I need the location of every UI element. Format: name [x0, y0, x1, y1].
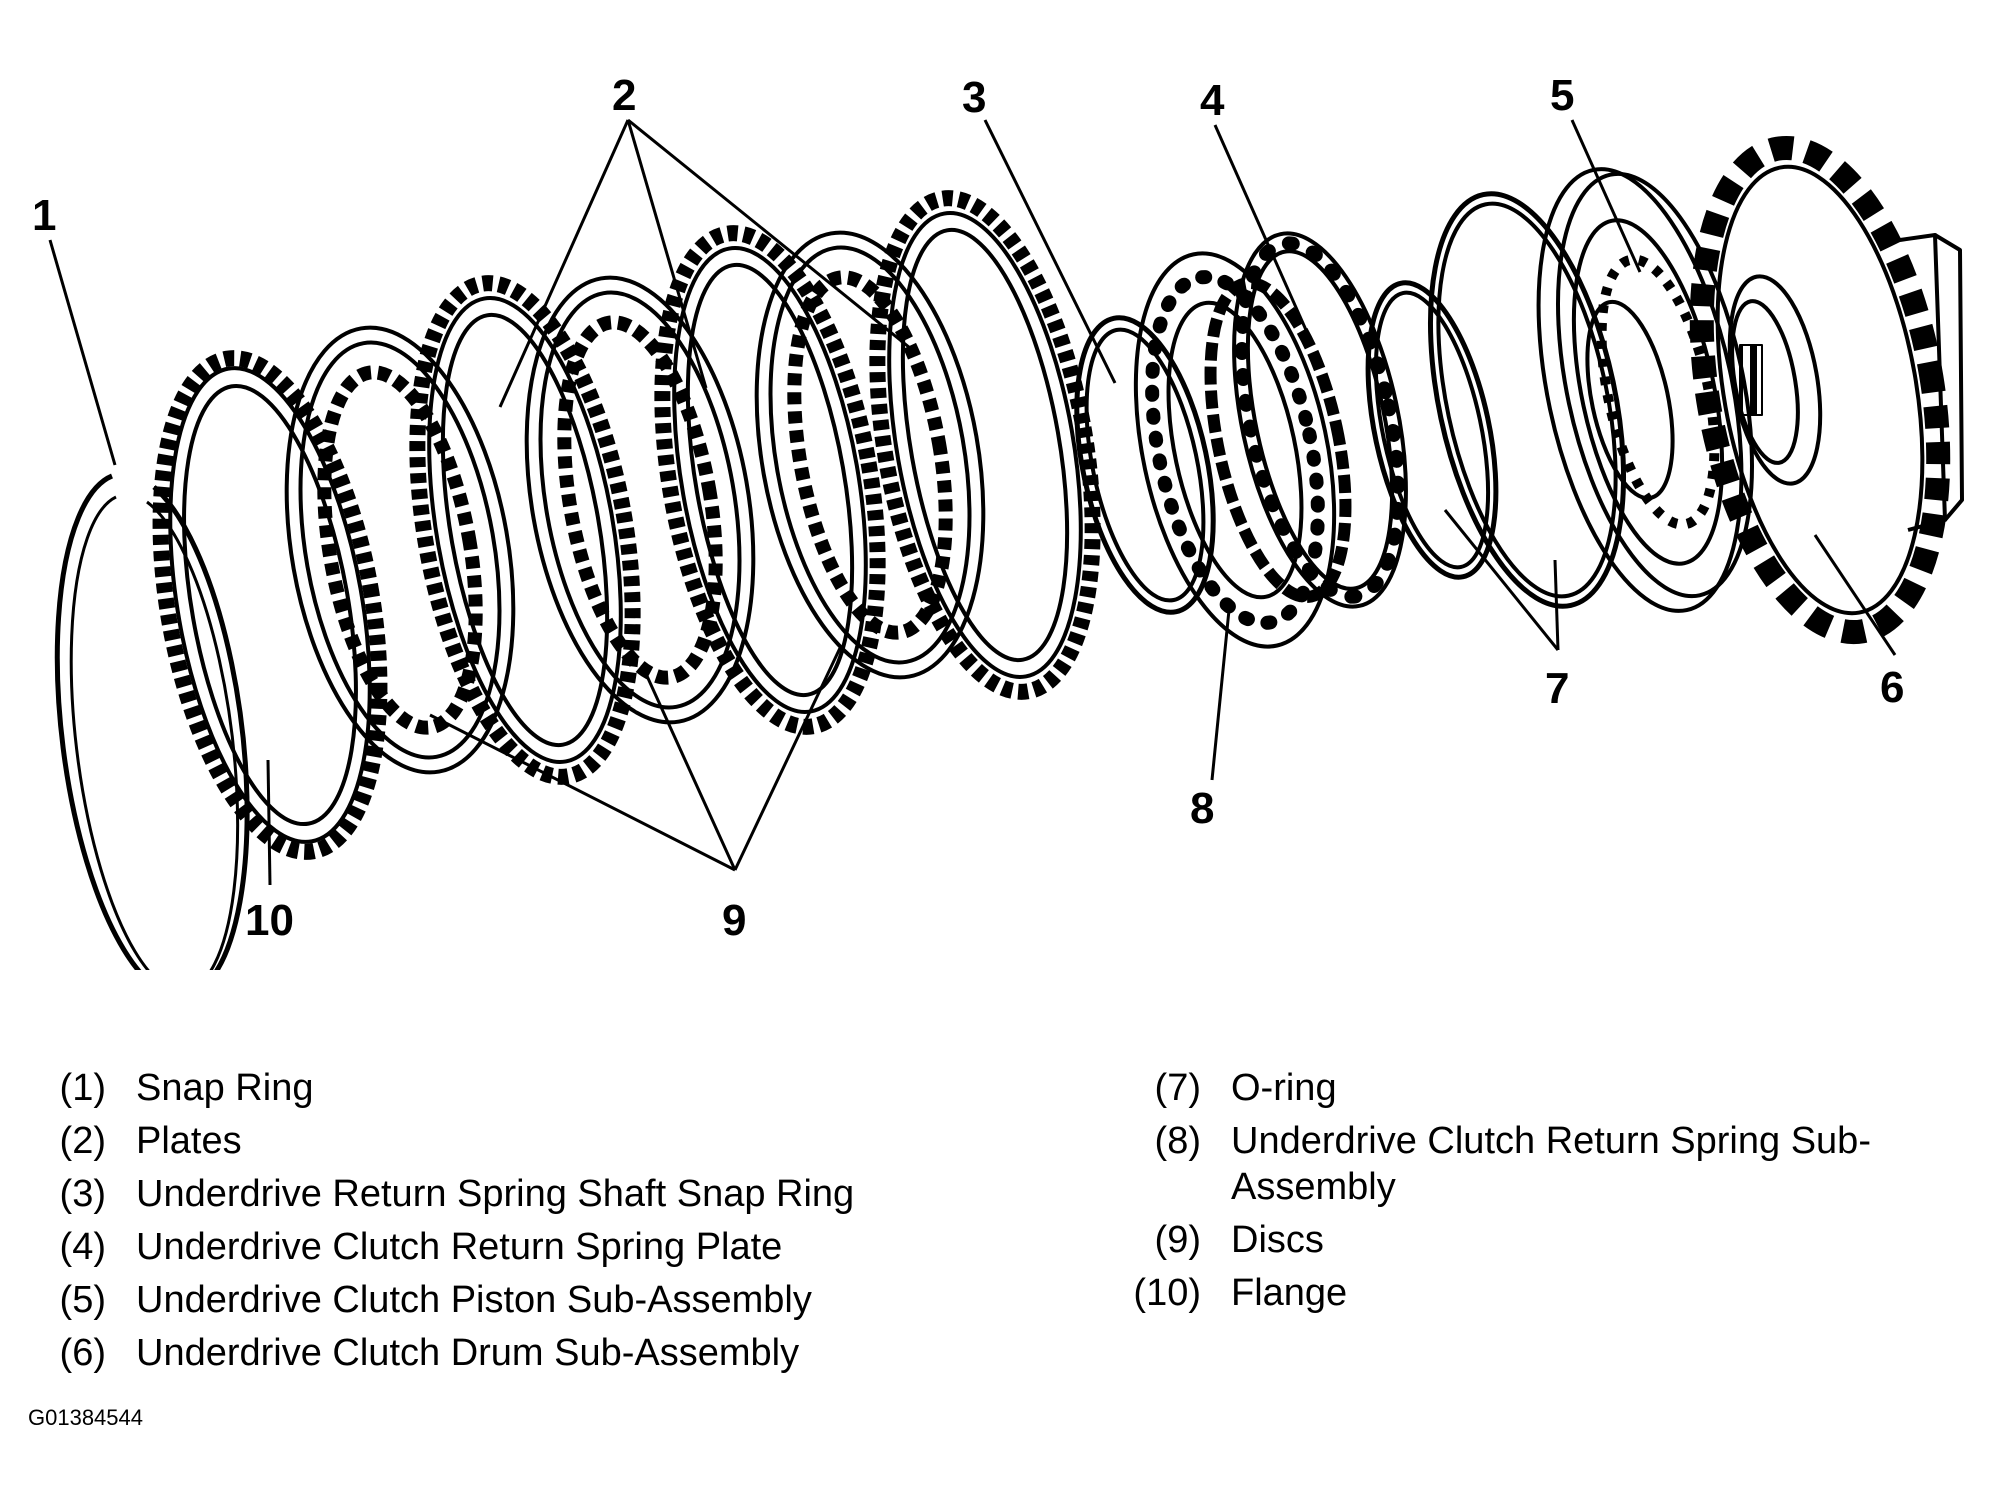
legend-number: (4): [59, 1226, 106, 1268]
callout-3: 3: [962, 73, 986, 122]
callout-7: 7: [1545, 664, 1569, 713]
legend-number: (10): [1133, 1272, 1201, 1314]
legend-item: (7) O-ring: [1105, 1065, 1871, 1111]
legend-label: Snap Ring: [136, 1067, 314, 1109]
legend-number: (8): [1154, 1120, 1201, 1162]
legend-label: Plates: [136, 1120, 242, 1162]
leader-lines: [48, 118, 1897, 886]
legend-number: (5): [59, 1279, 106, 1321]
callout-8: 8: [1190, 784, 1214, 833]
callout-5: 5: [1550, 71, 1574, 120]
legend-label: Underdrive Clutch Return Spring Plate: [136, 1226, 783, 1268]
callout-1: 1: [32, 191, 56, 240]
snap-ring: [54, 473, 250, 970]
legend-label: Underdrive Clutch Drum Sub-Assembly: [136, 1332, 800, 1374]
return-spring-plate: [1232, 231, 1408, 609]
legend-number: (1): [59, 1067, 106, 1109]
callout-4: 4: [1200, 76, 1225, 125]
callout-10: 10: [245, 896, 294, 945]
disc-3: [754, 230, 986, 680]
legend-number: (2): [59, 1120, 106, 1162]
legend-item: (1) Snap Ring: [40, 1065, 854, 1111]
callout-numbers: 1 2 3 4 5 6 7 8 9 10: [32, 71, 1904, 945]
legend-left-column: (1) Snap Ring (2) Plates (3) Underdrive …: [40, 1065, 855, 1383]
disc-2: [524, 275, 756, 725]
figure-id: G01384544: [28, 1405, 143, 1430]
legend-item: (5) Underdrive Clutch Piston Sub-Assembl…: [40, 1277, 854, 1323]
legend-right-column: (7) O-ring (8) Underdrive Clutch Return …: [1105, 1065, 1871, 1323]
legend-item: (3) Underdrive Return Spring Shaft Snap …: [40, 1171, 855, 1217]
legend-number: (7): [1154, 1067, 1201, 1109]
legend-item: (2) Plates: [40, 1118, 854, 1164]
plate-3: [869, 190, 1101, 700]
flange: [152, 350, 388, 860]
callout-9: 9: [722, 896, 746, 945]
legend-item: (6) Underdrive Clutch Drum Sub-Assembly: [40, 1330, 854, 1376]
legend-item: (4) Underdrive Clutch Return Spring Plat…: [40, 1224, 854, 1270]
callout-2: 2: [612, 71, 636, 120]
legend-item: (10) Flange: [1105, 1270, 1871, 1316]
shaft-snap-ring: [1074, 315, 1216, 615]
plate-1: [409, 275, 641, 785]
callout-6: 6: [1880, 663, 1904, 712]
o-ring-small: [1365, 280, 1499, 580]
return-spring-sub-assembly: [1133, 251, 1352, 649]
clutch-drum-sub-assembly: [1689, 135, 1964, 645]
legend-item: (8) Underdrive Clutch Return Spring Sub-…: [1105, 1118, 1871, 1210]
exploded-clutch-diagram: 1 2 3 4 5 6 7 8 9 10: [32, 71, 1964, 970]
legend-label: Underdrive Clutch Return Spring Sub-Asse…: [1231, 1120, 1871, 1208]
legend-label: Underdrive Return Spring Shaft Snap Ring: [136, 1173, 855, 1215]
legend-label: Discs: [1231, 1219, 1324, 1261]
legend-number: (3): [59, 1173, 106, 1215]
legend-label: O-ring: [1231, 1067, 1337, 1109]
legend-label: Flange: [1231, 1272, 1348, 1314]
legend-number: (9): [1154, 1219, 1201, 1261]
legend-item: (9) Discs: [1105, 1217, 1871, 1263]
legend-number: (6): [59, 1332, 106, 1374]
legend-label: Underdrive Clutch Piston Sub-Assembly: [136, 1279, 812, 1321]
disc-1: [284, 325, 516, 775]
